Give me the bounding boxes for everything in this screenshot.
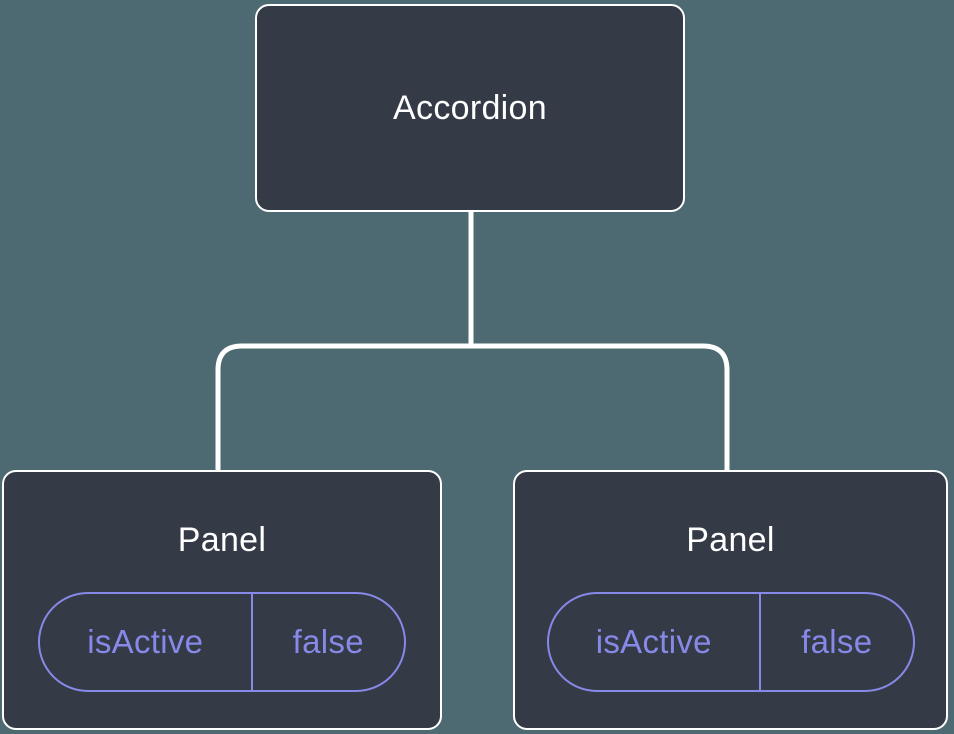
panel-node-label: Panel [686,521,775,559]
prop-name: isActive [595,623,712,660]
accordion-node-label: Accordion [393,89,547,127]
prop-name: isActive [87,623,204,660]
prop-value: false [759,594,912,690]
panel-node-label: Panel [177,521,267,559]
node-accordion: Accordion [255,4,685,212]
node-panel-right: Panel isActive false [513,470,948,730]
prop-pill: isActive false [38,592,406,692]
connector-branch-line [215,343,730,472]
prop-value: false [250,594,404,690]
node-panel-left: Panel isActive false [2,470,442,730]
prop-pill: isActive false [546,592,915,692]
